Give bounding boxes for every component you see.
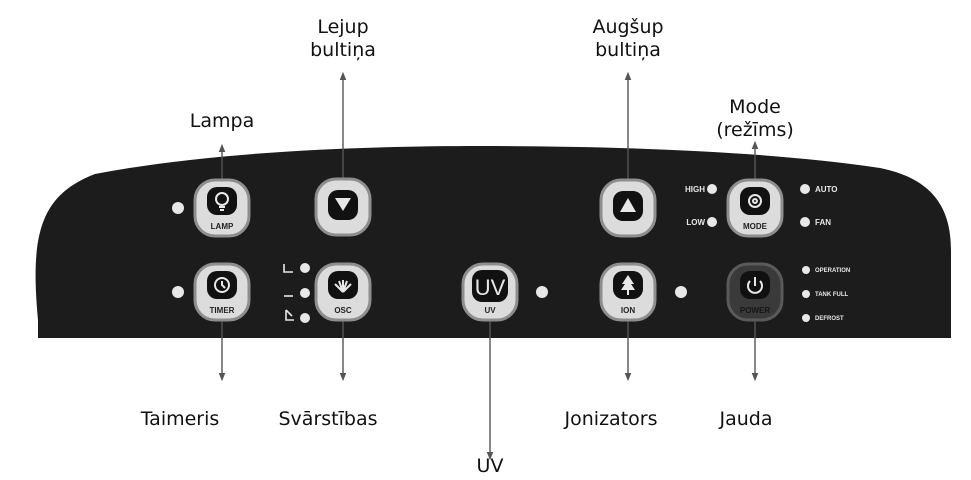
operation-led <box>802 266 810 274</box>
callout-mode: Mode (režīms) <box>716 96 794 141</box>
angle-120-led <box>300 313 310 323</box>
low-indicator-label: LOW <box>686 218 705 227</box>
mode-button-label: MODE <box>743 222 768 231</box>
bulb-icon <box>215 192 229 211</box>
angle-90-icon <box>283 264 293 273</box>
fan-sweep-icon <box>334 280 352 293</box>
triangle-down-icon <box>335 198 351 211</box>
tank-full-indicator-label: TANK FULL <box>815 292 849 298</box>
tank-full-led <box>802 290 810 298</box>
callout-osc: Svārstības <box>278 408 378 430</box>
angle-60-led <box>300 288 310 298</box>
lamp-button-label: LAMP <box>211 222 234 231</box>
callout-timer: Taimeris <box>140 408 220 430</box>
control-panel <box>35 146 951 338</box>
callout-power: Jauda <box>719 408 773 430</box>
timer-button[interactable]: TIMER <box>193 262 251 322</box>
auto-led <box>800 184 810 194</box>
callout-up-arrow: Augšup bultiņa <box>592 16 664 61</box>
tree-icon <box>621 275 635 295</box>
angle-indicators <box>283 264 294 321</box>
fan-indicator-label: FAN <box>815 218 831 227</box>
gear-icon <box>748 194 762 208</box>
callout-uv: UV <box>476 455 504 477</box>
uv-big-glyph: UV <box>475 275 506 300</box>
down-arrow-button[interactable] <box>314 177 372 237</box>
osc-button[interactable]: OSC <box>314 262 372 322</box>
defrost-indicator-label: DEFROST <box>815 316 844 322</box>
ion-button[interactable]: ION <box>599 262 657 322</box>
uv-button[interactable]: UV UV <box>461 262 519 322</box>
osc-button-label: OSC <box>334 306 352 315</box>
power-icon <box>747 277 763 294</box>
high-led <box>707 184 717 194</box>
clock-icon <box>214 277 230 293</box>
low-led <box>707 217 717 227</box>
power-button-label: POWER <box>740 306 770 315</box>
callout-lamp: Lampa <box>189 110 255 132</box>
up-arrow-button[interactable] <box>599 178 657 238</box>
angle-120-icon <box>285 309 294 321</box>
angle-90-led <box>300 263 310 273</box>
callout-down-arrow: Lejup bultiņa <box>310 16 376 61</box>
power-button[interactable]: POWER <box>726 262 784 322</box>
timer-button-label: TIMER <box>210 306 235 315</box>
callout-ion: Jonizators <box>564 408 658 430</box>
timer-led <box>172 286 184 298</box>
high-indicator-label: HIGH <box>685 185 705 194</box>
ion-button-label: ION <box>621 306 635 315</box>
uv-button-label: UV <box>484 306 496 315</box>
auto-indicator-label: AUTO <box>815 185 838 194</box>
lamp-led <box>172 202 184 214</box>
fan-led <box>800 217 810 227</box>
lamp-button[interactable]: LAMP <box>193 178 251 238</box>
ion-led <box>675 286 687 298</box>
triangle-up-icon <box>620 198 636 212</box>
uv-led <box>536 286 548 298</box>
mode-button[interactable]: MODE <box>726 178 784 238</box>
operation-indicator-label: OPERATION <box>815 268 850 274</box>
defrost-led <box>802 314 810 322</box>
